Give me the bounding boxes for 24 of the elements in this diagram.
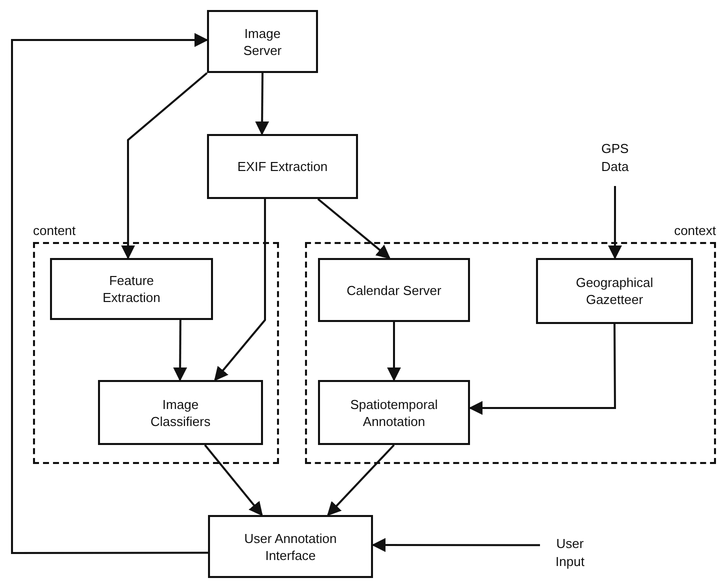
arrow [608,186,622,260]
input-label: User Input [540,525,600,581]
arrow [387,322,401,382]
arrow [214,199,266,382]
process-box: Calendar Server [318,258,470,322]
group-label: content [33,222,76,239]
arrow [173,320,188,382]
arrow [372,538,540,552]
input-label: GPS Data [585,130,645,186]
process-box: EXIF Extraction [207,134,358,199]
arrow [255,72,270,136]
process-box: Image Classifiers [98,380,263,445]
process-box: User Annotation Interface [208,515,373,578]
arrow [121,72,208,260]
process-box: Feature Extraction [50,258,213,320]
arrow [204,444,263,516]
arrow [11,33,208,554]
arrow [468,324,616,415]
group-label: context [674,222,716,239]
process-box: Image Server [207,10,318,73]
arrow [327,444,395,516]
process-box: Geographical Gazetteer [536,258,693,324]
process-box: Spatiotemporal Annotation [318,380,470,445]
arrow [317,198,391,259]
